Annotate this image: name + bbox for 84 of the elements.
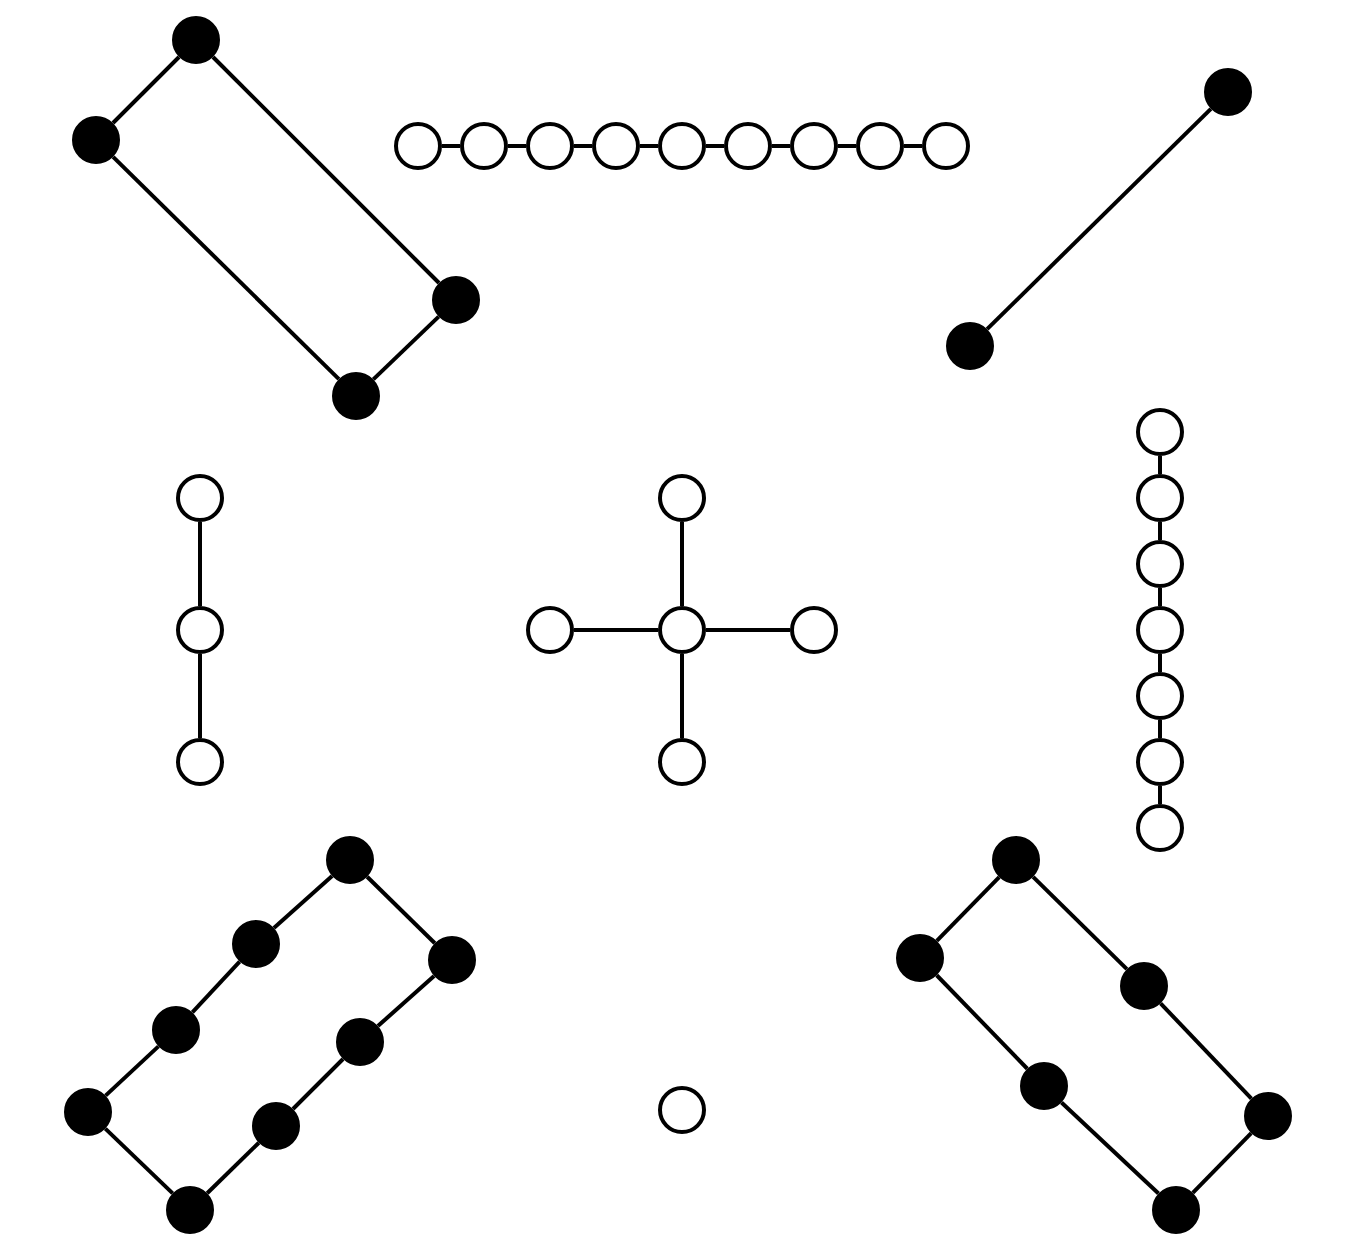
hollow-dot [790, 122, 838, 170]
hollow-dot [856, 122, 904, 170]
filled-dot [72, 116, 120, 164]
connector-line [574, 628, 658, 632]
filled-dot [326, 836, 374, 884]
filled-dot [332, 372, 380, 420]
connector-line [772, 144, 790, 148]
hollow-dot [1136, 804, 1184, 852]
hollow-dot [658, 606, 706, 654]
connector-line [205, 1141, 261, 1195]
connector-line [211, 55, 441, 285]
connector-line [935, 973, 1029, 1071]
hollow-dot [592, 122, 640, 170]
connector-line [838, 144, 856, 148]
filled-dot [1152, 1186, 1200, 1234]
connector-line [291, 1057, 345, 1111]
filled-dot [1120, 962, 1168, 1010]
filled-dot [1204, 68, 1252, 116]
hollow-dot [1136, 672, 1184, 720]
filled-dot [232, 920, 280, 968]
connector-line [680, 522, 684, 606]
connector-line [111, 55, 181, 125]
connector-line [985, 107, 1213, 331]
connector-line [935, 875, 1001, 943]
hollow-dot [658, 474, 706, 522]
filled-dot [1020, 1062, 1068, 1110]
hollow-dot [176, 738, 224, 786]
connector-line [706, 628, 790, 632]
hollow-dot [526, 122, 574, 170]
connector-line [1158, 588, 1162, 606]
connector-line [103, 1127, 175, 1195]
filled-dot [992, 836, 1040, 884]
connector-line [640, 144, 658, 148]
connector-line [272, 874, 334, 930]
hollow-dot [658, 738, 706, 786]
connector-line [190, 960, 242, 1014]
connector-line [1158, 456, 1162, 474]
hollow-dot [1136, 738, 1184, 786]
hollow-dot [658, 122, 706, 170]
hollow-dot [790, 606, 838, 654]
connector-line [904, 144, 922, 148]
connector-line [1158, 720, 1162, 738]
filled-dot [152, 1006, 200, 1054]
filled-dot [336, 1018, 384, 1066]
filled-dot [252, 1102, 300, 1150]
hollow-dot [526, 606, 574, 654]
filled-dot [1244, 1092, 1292, 1140]
filled-dot [166, 1186, 214, 1234]
connector-line [1060, 1100, 1160, 1196]
connector-line [1031, 875, 1129, 971]
connector-line [104, 1044, 160, 1098]
filled-dot [64, 1088, 112, 1136]
connector-line [198, 654, 202, 738]
connector-line [198, 522, 202, 606]
connector-line [1191, 1131, 1253, 1195]
connector-line [1159, 1002, 1253, 1100]
hollow-dot [658, 1086, 706, 1134]
hollow-dot [460, 122, 508, 170]
connector-line [1158, 654, 1162, 672]
connector-line [508, 144, 526, 148]
connector-line [706, 144, 724, 148]
hollow-dot [394, 122, 442, 170]
connector-line [376, 974, 436, 1028]
connector-line [574, 144, 592, 148]
connector-line [1158, 522, 1162, 540]
filled-dot [946, 322, 994, 370]
connector-line [442, 144, 460, 148]
connector-line [1158, 786, 1162, 804]
hollow-dot [724, 122, 772, 170]
connector-line [365, 875, 437, 945]
hollow-dot [1136, 540, 1184, 588]
hollow-dot [176, 474, 224, 522]
filled-dot [896, 934, 944, 982]
hollow-dot [1136, 606, 1184, 654]
connector-line [371, 315, 441, 381]
hollow-dot [1136, 408, 1184, 456]
filled-dot [172, 16, 220, 64]
connector-line [680, 654, 684, 738]
connector-line [111, 155, 341, 381]
hollow-dot [922, 122, 970, 170]
filled-dot [432, 276, 480, 324]
hollow-dot [176, 606, 224, 654]
filled-dot [428, 936, 476, 984]
hollow-dot [1136, 474, 1184, 522]
